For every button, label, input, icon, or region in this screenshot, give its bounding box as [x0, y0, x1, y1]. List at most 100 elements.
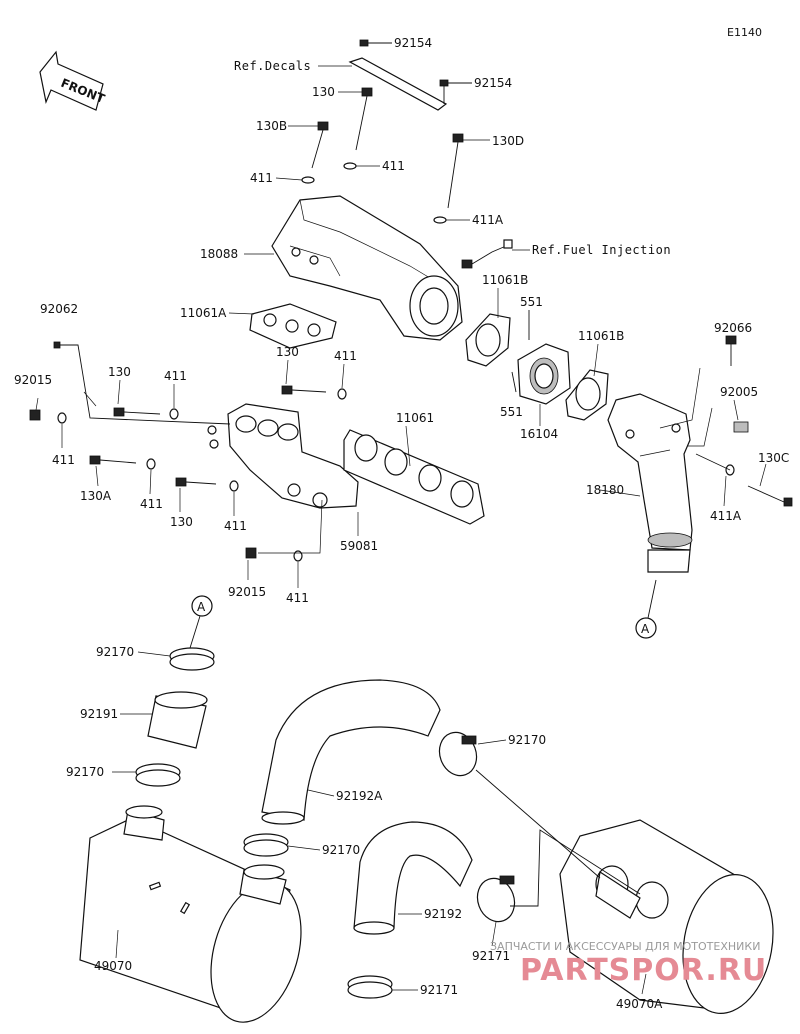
label-130-2: 130 [276, 345, 299, 359]
watermark-brand: PARTSPOR.RU [520, 953, 767, 988]
label-59081: 59081 [340, 539, 378, 553]
exhaust-manifold [207, 403, 359, 509]
label-49070a: 49070A [616, 997, 663, 1011]
exhaust-elbow-18180 [607, 393, 693, 573]
label-411-g: 411 [224, 519, 247, 533]
plug-92005 [688, 407, 749, 447]
adapter-16104 [517, 343, 571, 405]
manifold-cover-18088 [271, 195, 463, 341]
watermark-subtitle: ЗАПЧАСТИ И АКСЕССУАРЫ ДЛЯ МОТОТЕХНИКИ [490, 940, 760, 953]
label-411-e: 411 [52, 453, 75, 467]
washer-411-a [301, 176, 315, 184]
label-92170-3: 92170 [322, 843, 360, 857]
label-11061b-2: 11061B [578, 329, 624, 343]
label-130: 130 [312, 85, 335, 99]
bolt-130-center [281, 385, 327, 395]
clamp-92171-right [476, 875, 516, 923]
svg-text:A: A [641, 622, 650, 636]
ref-fuel-injection: Ref.Fuel Injection [532, 243, 671, 257]
clamp-92170-1 [169, 647, 215, 671]
diagram-code: E1140 [727, 26, 762, 39]
clamp-92171-bottom [347, 975, 393, 999]
sensor-fuel-injection [461, 239, 513, 269]
washer-411-d [57, 412, 67, 424]
label-551-2: 551 [500, 405, 523, 419]
bolt-130-lower [175, 477, 217, 487]
label-92170-1: 92170 [96, 645, 134, 659]
bolt-130-mid [113, 407, 161, 417]
label-551-1: 551 [520, 295, 543, 309]
bolt-92066 [659, 335, 737, 429]
label-411-b: 411 [382, 159, 405, 173]
label-92171-2: 92171 [420, 983, 458, 997]
gasket-11061b-left [465, 313, 511, 367]
label-11061a: 11061A [180, 306, 227, 320]
label-411-a: 411 [250, 171, 273, 185]
bolt-92154-top [359, 39, 392, 47]
washer-411-b [343, 162, 357, 170]
bolt-130c [747, 485, 793, 507]
label-411a-right: 411A [710, 509, 742, 523]
bolt-130d [447, 133, 464, 209]
label-92170-4: 92170 [508, 733, 546, 747]
label-411-c: 411 [334, 349, 357, 363]
label-11061: 11061 [396, 411, 434, 425]
callout-a-top: A [189, 595, 213, 649]
hose-92192a [261, 679, 441, 825]
label-16104: 16104 [520, 427, 558, 441]
bolt-130b [311, 121, 329, 169]
clamp-92170-4 [438, 731, 478, 777]
label-92154-b: 92154 [474, 76, 512, 90]
bolt-92062 [53, 341, 231, 425]
label-411-f: 411 [140, 497, 163, 511]
washer-411-center [337, 388, 347, 400]
label-49070: 49070 [94, 959, 132, 973]
label-130-4: 130 [170, 515, 193, 529]
decal-plate [348, 57, 448, 111]
label-130b: 130B [256, 119, 287, 133]
label-92192: 92192 [424, 907, 462, 921]
clamp-92170-3 [243, 833, 289, 857]
label-411-h: 411 [286, 591, 309, 605]
water-box-49070a [559, 819, 774, 1014]
washer-411a-top [433, 216, 447, 224]
hose-92191 [147, 691, 208, 749]
bolt-130a [89, 455, 137, 465]
leader-lines [35, 65, 767, 995]
front-arrow-icon: FRONT [39, 50, 107, 111]
callout-a-right: A [635, 579, 657, 639]
label-92005: 92005 [720, 385, 758, 399]
label-92066: 92066 [714, 321, 752, 335]
label-18088: 18088 [200, 247, 238, 261]
washer-411-g [229, 480, 239, 492]
label-18180: 18180 [586, 483, 624, 497]
label-130a: 130A [80, 489, 112, 503]
clamp-92170-2 [135, 763, 181, 787]
label-130c: 130C [758, 451, 789, 465]
pin-551-bottom [511, 371, 517, 393]
label-92191: 92191 [80, 707, 118, 721]
label-92171-1: 92171 [472, 949, 510, 963]
label-130d: 130D [492, 134, 524, 148]
ref-decals: Ref.Decals [234, 59, 311, 73]
water-box-49070 [79, 805, 302, 1023]
nut-92015-bottom [245, 547, 257, 559]
svg-text:A: A [197, 600, 206, 614]
bolt-130-top [355, 87, 373, 151]
label-92170-2: 92170 [66, 765, 104, 779]
washer-411-f [146, 458, 156, 470]
washer-411-c [169, 408, 179, 420]
label-411a-top: 411A [472, 213, 504, 227]
hose-92192 [353, 821, 473, 935]
label-92154-a: 92154 [394, 36, 432, 50]
label-11061b-1: 11061B [482, 273, 528, 287]
label-92015-2: 92015 [228, 585, 266, 599]
label-130-3: 130 [108, 365, 131, 379]
label-92062: 92062 [40, 302, 78, 316]
gasket-11061b-right [565, 369, 609, 421]
gasket-11061 [343, 429, 485, 525]
washer-411-h [293, 550, 303, 562]
label-92015-1: 92015 [14, 373, 52, 387]
label-411-d: 411 [164, 369, 187, 383]
